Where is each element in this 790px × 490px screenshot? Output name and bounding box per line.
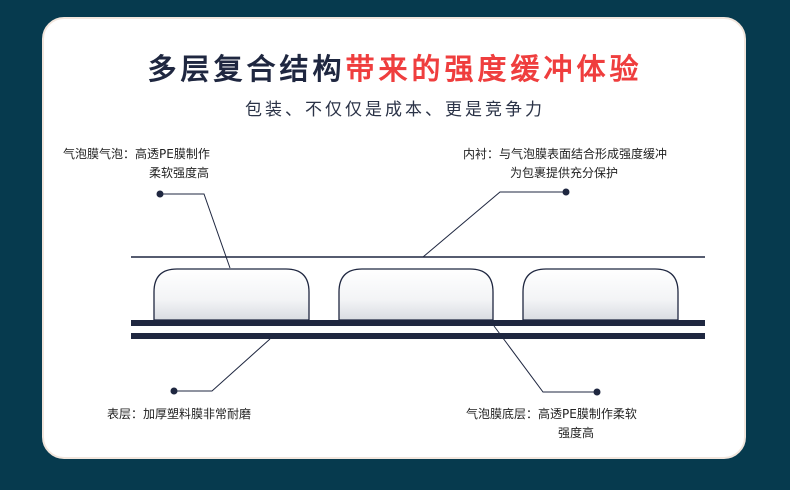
bubble-shape [338,268,494,321]
surface-label-line1: 表层：加厚塑料膜非常耐磨 [107,407,252,421]
surface-label: 表层：加厚塑料膜非常耐磨 [107,405,251,424]
bubble-bottom-label: 气泡膜底层：高透PE膜制作柔软 强度高 [466,405,637,443]
page-title: 多层复合结构带来的强度缓冲体验 [0,46,790,88]
inner-label-line2: 为包裹提供充分保护 [510,166,619,180]
bottom-label-line2: 强度高 [558,426,595,440]
callout-bottom [493,325,597,393]
bubble-label-line1: 气泡膜气泡：高透PE膜制作 [63,147,210,161]
callout-dot [156,190,164,198]
bubble-base-layer [131,320,705,326]
inner-label-line1: 内衬：与气泡膜表面结合形成强度缓冲 [463,147,668,161]
inner-lining-label: 内衬：与气泡膜表面结合形成强度缓冲 为包裹提供充分保护 [463,145,667,183]
callout-inner [422,191,566,258]
callout-bubble [160,193,231,269]
title-highlight: 带来的强度缓冲体验 [345,52,643,86]
callout-dot [593,388,601,396]
surface-layer [131,333,705,339]
callout-surface [174,338,271,392]
bubble-shape [153,268,310,321]
bubble-shape [522,268,679,321]
info-card [42,17,746,459]
callout-dot [170,387,178,395]
callout-dot [562,188,570,196]
page-subtitle: 包装、不仅仅是成本、更是竞争力 [245,100,545,120]
bubble-label-line2: 柔软强度高 [149,166,210,180]
bottom-label-line1: 气泡膜底层：高透PE膜制作柔软 [466,407,637,421]
title-dark: 多层复合结构 [147,52,346,86]
bubble-label: 气泡膜气泡：高透PE膜制作 柔软强度高 [63,145,210,183]
